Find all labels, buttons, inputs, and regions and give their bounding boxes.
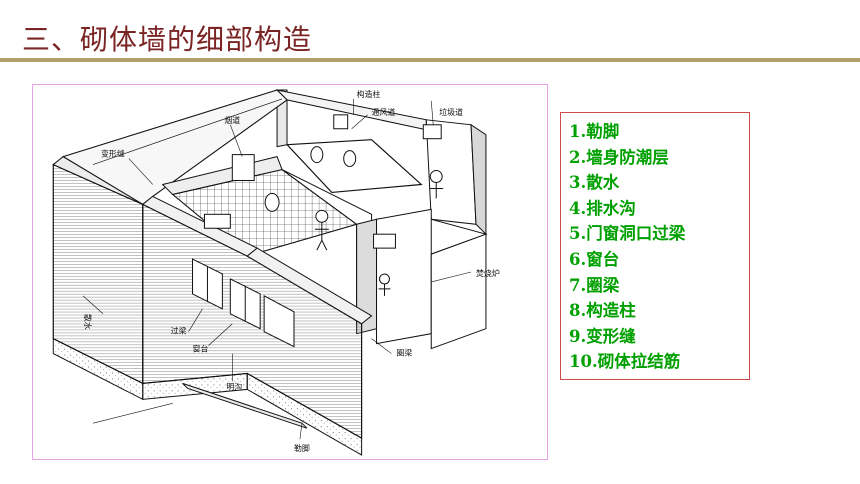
slide-title: 三、砌体墙的细部构造 <box>22 23 313 56</box>
legend-item: 1.勒脚 <box>569 122 620 141</box>
top-wall <box>275 89 427 131</box>
label-goujuzhu: 构造柱 <box>357 89 381 99</box>
building-diagram: 构造柱 通风道 垃圾道 烟道 变形缝 散水 过梁 窗台 明沟 勒脚 圈梁 焚烧炉 <box>32 84 548 460</box>
title-underline <box>0 58 860 62</box>
legend-list: 1.勒脚 2.墙身防潮层 3.散水 4.排水沟 5.门窗洞口过梁 6.窗台 7.… <box>560 112 750 380</box>
roof-beam <box>61 89 288 206</box>
annex-front-wall <box>430 233 487 350</box>
front-windows <box>192 258 295 348</box>
legend-item: 3.散水 <box>569 173 620 193</box>
drain-ditch <box>182 382 308 429</box>
label-tongfengdao: 通风道 <box>372 107 396 117</box>
legend-item: 7.圈梁 <box>569 275 620 295</box>
plinth-left <box>142 372 248 400</box>
figures <box>314 170 444 296</box>
label-quanliang: 圈梁 <box>396 349 412 358</box>
chimneys <box>231 114 442 181</box>
label-lajidao: 垃圾道 <box>439 107 463 117</box>
label-guoliang: 过梁 <box>171 326 187 336</box>
label-sanshui: 散水 <box>83 314 93 330</box>
legend-item: 10.砌体拉结筋 <box>569 352 681 372</box>
building-sketch: 构造柱 通风道 垃圾道 烟道 变形缝 散水 过梁 窗台 明沟 勒脚 圈梁 焚烧炉 <box>52 89 500 456</box>
front-facade-top-2 <box>246 247 373 325</box>
legend-item: 9.变形缝 <box>569 326 636 346</box>
legend-item: 4.排水沟 <box>569 198 636 218</box>
leader-lines <box>82 98 472 440</box>
label-yandao: 烟道 <box>224 115 240 125</box>
legend-item: 6.窗台 <box>569 249 620 269</box>
label-jingzaoqi: 焚烧炉 <box>476 268 500 278</box>
legend-item: 2.墙身防潮层 <box>569 147 669 167</box>
label-lejiao: 勒脚 <box>294 443 310 453</box>
legend-item: 8.构造柱 <box>569 301 636 321</box>
fixtures <box>203 146 396 249</box>
label-minggou: 明沟 <box>226 381 242 391</box>
legend-item: 5.门窗洞口过梁 <box>569 224 686 244</box>
label-bianxingfeng: 变形缝 <box>101 149 125 159</box>
label-chuangtai: 窗台 <box>193 344 209 354</box>
